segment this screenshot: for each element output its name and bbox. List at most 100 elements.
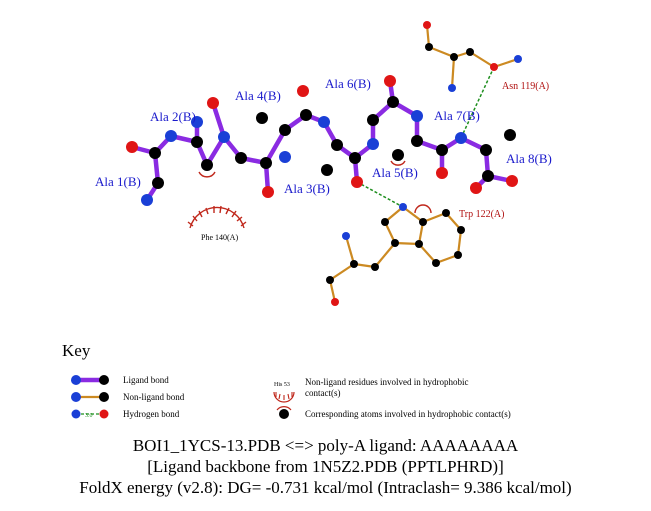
atom-c <box>381 218 389 226</box>
atom-n <box>411 110 423 122</box>
atom-c <box>256 112 268 124</box>
contact-fan <box>198 171 216 178</box>
phe140-arc <box>189 206 245 229</box>
atom-c <box>300 109 312 121</box>
nonligand-bond <box>328 262 356 282</box>
label-asn119: Asn 119(A) <box>502 81 549 92</box>
caption-line-3: FoldX energy (v2.8): DG= -0.731 kcal/mol… <box>79 478 572 497</box>
atom-c <box>392 149 404 161</box>
nonligand-bond <box>468 50 496 69</box>
nonligand-bond <box>393 241 421 246</box>
atom-o <box>331 298 339 306</box>
atom-o <box>470 182 482 194</box>
phe140-spikes <box>187 205 247 227</box>
atoms <box>126 21 522 306</box>
key-example-residue: His 53 <box>274 382 290 388</box>
atom-o <box>436 167 448 179</box>
atom-c <box>152 177 164 189</box>
atom-c <box>191 136 203 148</box>
key-hydrogen-bond: Hydrogen bond <box>123 409 180 419</box>
atom-c <box>321 164 333 176</box>
label-ala3: Ala 3(B) <box>284 181 330 196</box>
hydrogen-bonds <box>356 66 495 208</box>
atom-n <box>455 132 467 144</box>
label-trp122: Trp 122(A) <box>459 209 504 220</box>
nonligand-bond <box>344 234 356 266</box>
atom-o <box>490 63 498 71</box>
label-ala1: Ala 1(B) <box>95 174 141 189</box>
hbond-trp122 <box>356 181 404 208</box>
nonligand-bond <box>373 241 397 269</box>
label-phe140: Phe 140(A) <box>201 233 238 242</box>
key-atom-n <box>71 375 81 385</box>
atom-o <box>207 97 219 109</box>
caption-line-2: [Ligand backbone from 1N5Z2.PDB (PPTLPHR… <box>147 457 504 476</box>
atom-o <box>384 75 396 87</box>
atom-c <box>415 240 423 248</box>
atom-n <box>399 203 407 211</box>
nonligand-bond <box>421 211 448 224</box>
key-atom-n <box>71 409 81 419</box>
atom-c <box>436 144 448 156</box>
atom-c <box>349 152 361 164</box>
atom-c <box>260 157 272 169</box>
nonligand-bond <box>401 205 425 224</box>
atom-c <box>235 152 247 164</box>
atom-c <box>367 114 379 126</box>
atom-c <box>432 259 440 267</box>
atom-c <box>387 96 399 108</box>
atom-n <box>367 138 379 150</box>
key-atom-c <box>99 375 109 385</box>
atom-c <box>466 48 474 56</box>
atom-c <box>149 147 161 159</box>
atom-o <box>506 175 518 187</box>
atom-o <box>126 141 138 153</box>
key-contact-fan <box>276 406 292 411</box>
atom-n <box>165 130 177 142</box>
hydrophobic-contacts <box>187 160 432 229</box>
residue-labels: Ala 1(B) Ala 2(B) Ala 3(B) Ala 4(B) Ala … <box>95 76 552 242</box>
atom-c <box>371 263 379 271</box>
contact-fan <box>414 204 432 214</box>
key-nonligand-residues: Non-ligand residues involved in hydropho… <box>305 377 469 398</box>
label-ala2: Ala 2(B) <box>150 109 196 124</box>
ligand-bond <box>263 127 288 166</box>
atom-n <box>448 84 456 92</box>
label-ala6: Ala 6(B) <box>325 76 371 91</box>
atom-n <box>218 131 230 143</box>
contact-fan <box>390 160 406 166</box>
atom-c <box>391 239 399 247</box>
atom-c <box>480 144 492 156</box>
nonligand-bond <box>450 55 456 90</box>
atom-c <box>457 226 465 234</box>
hbond-asn119 <box>460 66 495 139</box>
atom-n <box>141 194 153 206</box>
key-hbond-distance: 3.0 <box>85 413 93 419</box>
caption-line-1: BOI1_1YCS-13.PDB <=> poly-A ligand: AAAA… <box>132 436 519 455</box>
atom-c <box>450 53 458 61</box>
key-ligand-bond: Ligand bond <box>123 375 169 385</box>
label-ala4: Ala 4(B) <box>235 88 281 103</box>
atom-c <box>411 135 423 147</box>
atom-n <box>514 55 522 63</box>
label-ala5: Ala 5(B) <box>372 165 418 180</box>
key-atom-n <box>71 392 81 402</box>
atom-n <box>318 116 330 128</box>
nonligand-bond <box>417 242 438 265</box>
atom-n <box>279 151 291 163</box>
atom-n <box>342 232 350 240</box>
nonligand-bond <box>492 57 520 69</box>
nonligand-bond <box>427 45 456 59</box>
atom-c <box>454 251 462 259</box>
key-contact-atom <box>279 409 289 419</box>
key-atom-o <box>99 409 109 419</box>
nonligand-bonds <box>328 23 520 304</box>
atom-c <box>331 139 343 151</box>
atom-c <box>201 159 213 171</box>
atom-c <box>504 129 516 141</box>
atom-c <box>482 170 494 182</box>
key-residue-arc <box>273 391 295 403</box>
atom-c <box>442 209 450 217</box>
label-ala8: Ala 8(B) <box>506 151 552 166</box>
